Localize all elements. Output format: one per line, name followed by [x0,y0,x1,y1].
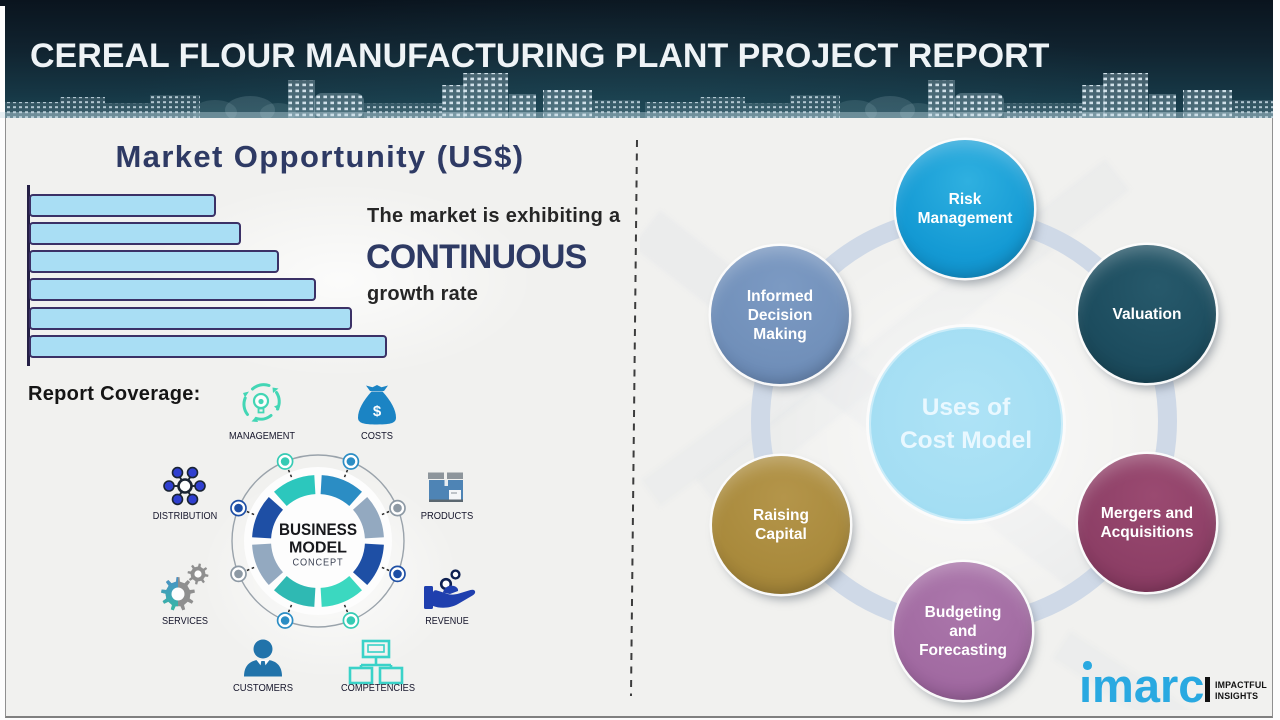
svg-text:CUSTOMERS: CUSTOMERS [233,683,293,694]
svg-text:PRODUCTS: PRODUCTS [421,511,474,522]
svg-text:COSTS: COSTS [361,431,393,442]
svg-text:MODEL: MODEL [289,540,347,557]
svg-text:SERVICES: SERVICES [162,616,208,627]
svg-text:DISTRIBUTION: DISTRIBUTION [153,511,218,522]
svg-text:REVENUE: REVENUE [425,616,469,627]
svg-text:CONCEPT: CONCEPT [293,557,344,569]
svg-text:$: $ [373,403,382,420]
svg-text:MANAGEMENT: MANAGEMENT [229,431,295,442]
svg-text:COMPETENCIES: COMPETENCIES [341,683,415,694]
svg-text:BUSINESS: BUSINESS [279,520,357,539]
